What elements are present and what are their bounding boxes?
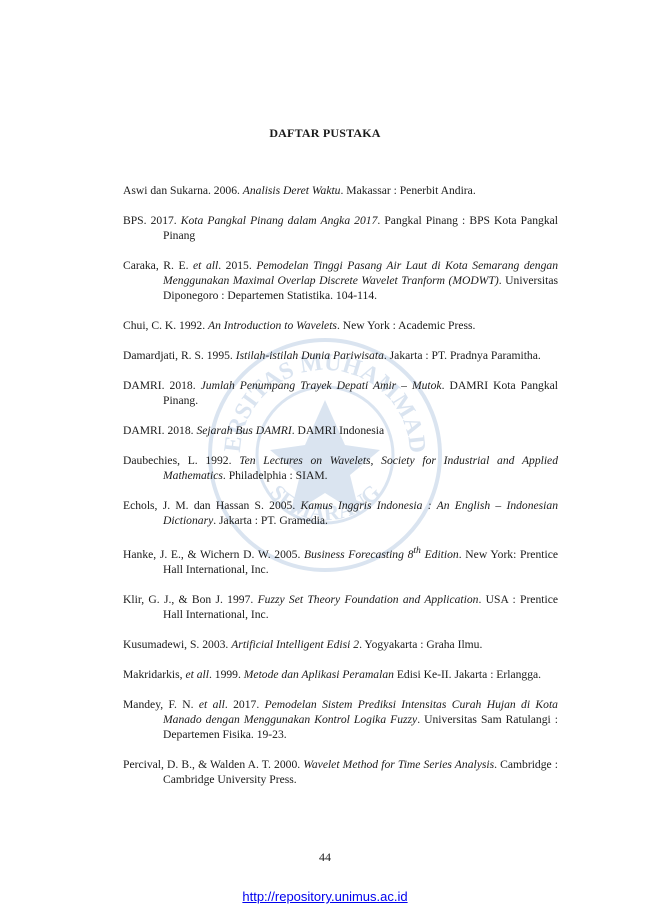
reference-list: Aswi dan Sukarna. 2006. Analisis Deret W…: [123, 183, 558, 802]
reference-entry: DAMRI. 2018. Jumlah Penumpang Trayek Dep…: [123, 379, 559, 407]
reference-entry: Percival, D. B., & Walden A. T. 2000. Wa…: [123, 757, 559, 786]
repository-link[interactable]: http://repository.unimus.ac.id: [242, 889, 408, 904]
university-seal-watermark: UNIVERSITAS MUHAMMADIYAH SEMARANG: [205, 335, 442, 572]
reference-entry: Kusumadewi, S. 2003. Artificial Intellig…: [123, 637, 483, 651]
reference-entry: BPS. 2017. Kota Pangkal Pinang dalam Ang…: [123, 214, 558, 242]
reference-entry: Caraka, R. E. et all. 2015. Pemodelan Ti…: [123, 259, 558, 302]
page-title: DAFTAR PUSTAKA: [269, 126, 381, 140]
reference-entry: Aswi dan Sukarna. 2006. Analisis Deret W…: [123, 184, 476, 197]
reference-entry: Damardjati, R. S. 1995. Istilah-istilah …: [123, 349, 541, 362]
reference-entry: Echols, J. M. dan Hassan S. 2005. Kamus …: [123, 499, 558, 527]
reference-entry: Makridarkis, et all. 1999. Metode dan Ap…: [123, 667, 542, 681]
reference-entry: Chui, C. K. 1992. An Introduction to Wav…: [123, 319, 476, 332]
reference-entry: Mandey, F. N. et all. 2017. Pemodelan Si…: [123, 697, 558, 741]
reference-entry: Klir, G. J., & Bon J. 1997. Fuzzy Set Th…: [123, 592, 558, 621]
reference-entry: Hanke, J. E., & Wichern D. W. 2005. Busi…: [123, 545, 558, 576]
page-number: 44: [319, 850, 331, 864]
reference-entry: Daubechies, L. 1992. Ten Lectures on Wav…: [123, 454, 559, 482]
reference-entry: DAMRI. 2018. Sejarah Bus DAMRI. DAMRI In…: [123, 424, 385, 437]
